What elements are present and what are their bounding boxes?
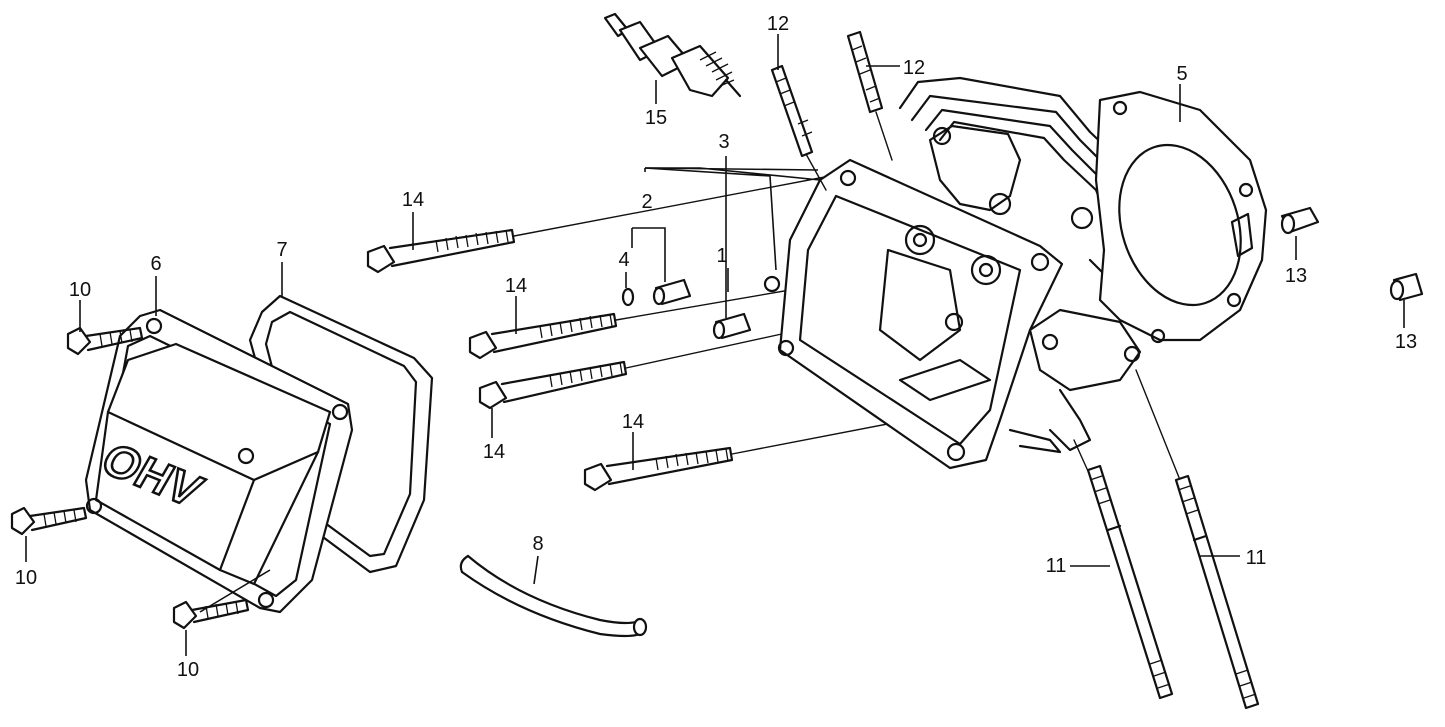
label-4: 4 — [618, 249, 629, 271]
cover-bolt-bottom — [172, 598, 250, 630]
label-12-left: 12 — [767, 13, 789, 35]
long-stud-right — [1135, 369, 1260, 710]
valve-cap-upper — [1280, 206, 1320, 235]
long-stud-left — [1073, 439, 1174, 700]
spark-plug — [603, 12, 742, 98]
label-8: 8 — [532, 533, 543, 555]
callout-leaders — [25, 34, 1405, 656]
head-bolt-middle-upper — [468, 312, 618, 360]
o-ring — [621, 287, 635, 307]
label-10-bottom: 10 — [177, 659, 199, 681]
label-14-middle-lower: 14 — [483, 441, 505, 463]
head-cover-gasket — [248, 294, 434, 574]
head-bolt-lower — [583, 446, 734, 492]
head-gasket — [1094, 90, 1268, 344]
label-5: 5 — [1176, 63, 1187, 85]
label-11-left: 11 — [1046, 555, 1067, 577]
cover-bolt-top — [66, 326, 144, 356]
stud-left — [770, 64, 827, 191]
label-13-upper: 13 — [1285, 265, 1307, 287]
label-10-top: 10 — [69, 279, 91, 301]
label-14-middle-upper: 14 — [505, 275, 527, 297]
label-3: 3 — [718, 131, 729, 153]
label-13-lower: 13 — [1395, 331, 1417, 353]
head-bolt-upper — [366, 228, 516, 274]
label-12-right: 12 — [903, 57, 925, 79]
label-2: 2 — [641, 191, 652, 213]
callout-labels: 1 2 3 4 5 6 7 8 10 10 10 11 11 12 12 13 … — [15, 13, 1417, 681]
cover-bolt-left — [10, 506, 88, 536]
label-11-right: 11 — [1246, 547, 1267, 569]
label-6: 6 — [150, 253, 161, 275]
label-7: 7 — [276, 239, 287, 261]
label-14-upper: 14 — [402, 189, 424, 211]
label-1: 1 — [716, 245, 727, 267]
head-bolt-middle-lower — [478, 360, 628, 410]
valve-cap-lower — [1389, 272, 1424, 302]
label-15: 15 — [645, 107, 667, 129]
dowel-pin-upper — [652, 278, 692, 306]
stud-right — [846, 30, 893, 161]
label-14-lower: 14 — [622, 411, 644, 433]
dowel-pin-lower — [712, 312, 752, 340]
label-10-left: 10 — [15, 567, 37, 589]
head-cover: OHV — [84, 308, 354, 614]
breather-tube — [459, 554, 648, 638]
